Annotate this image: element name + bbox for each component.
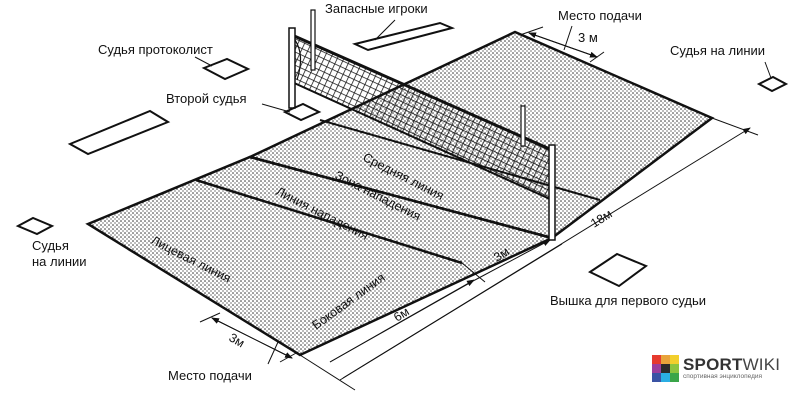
logo-tile <box>661 364 670 373</box>
logo-tile <box>652 355 661 364</box>
label-line-judge-right: Судья на линии <box>670 43 765 58</box>
substitutes-bench <box>351 21 456 52</box>
line-judge-left-spot <box>15 216 55 236</box>
label-dim-back: 6м <box>391 304 412 324</box>
logo-wordmark: SPORTWIKI <box>683 356 780 373</box>
sportwiki-logo: SPORTWIKI спортивная энциклопедия <box>652 355 780 382</box>
logo-brand-light: WIKI <box>742 355 781 375</box>
label-dim-attack: 3м <box>491 244 512 264</box>
net-post-left <box>288 27 296 109</box>
label-second-referee: Второй судья <box>166 91 247 106</box>
logo-tile <box>661 373 670 382</box>
scorekeeper-spot <box>201 57 251 81</box>
center-line <box>249 155 553 240</box>
label-serve-area-top: Место подачи <box>558 8 642 23</box>
label-serve-width-top: 3 м <box>578 30 598 45</box>
net-post-right <box>548 144 556 241</box>
net-post-left-back <box>310 9 316 71</box>
label-first-referee-stand: Вышка для первого судьи <box>550 293 706 308</box>
second-referee-spot <box>282 102 322 122</box>
logo-mark-icon <box>652 355 679 382</box>
logo-tile <box>670 364 679 373</box>
label-dim-length: 18м <box>588 207 614 231</box>
attack-line-near <box>195 178 463 265</box>
bench-left <box>67 109 171 156</box>
first-referee-stand <box>587 252 649 288</box>
net-post-right-back <box>520 105 526 147</box>
logo-tile <box>652 373 661 382</box>
line-judge-right-spot <box>756 75 789 93</box>
label-substitutes: Запасные игроки <box>325 1 428 16</box>
label-serve-width-bottom: 3м <box>227 330 247 350</box>
label-line-judge-left-1: Судья <box>32 238 69 253</box>
label-serve-area-bottom: Место подачи <box>168 368 252 383</box>
logo-tile <box>670 355 679 364</box>
logo-tile <box>652 364 661 373</box>
logo-tile <box>670 373 679 382</box>
logo-tagline: спортивная энциклопедия <box>683 373 763 381</box>
logo-brand-bold: SPORT <box>683 355 743 375</box>
label-scorekeeper: Судья протоколист <box>98 42 213 57</box>
logo-tile <box>661 355 670 364</box>
label-line-judge-left-2: на линии <box>32 254 87 269</box>
